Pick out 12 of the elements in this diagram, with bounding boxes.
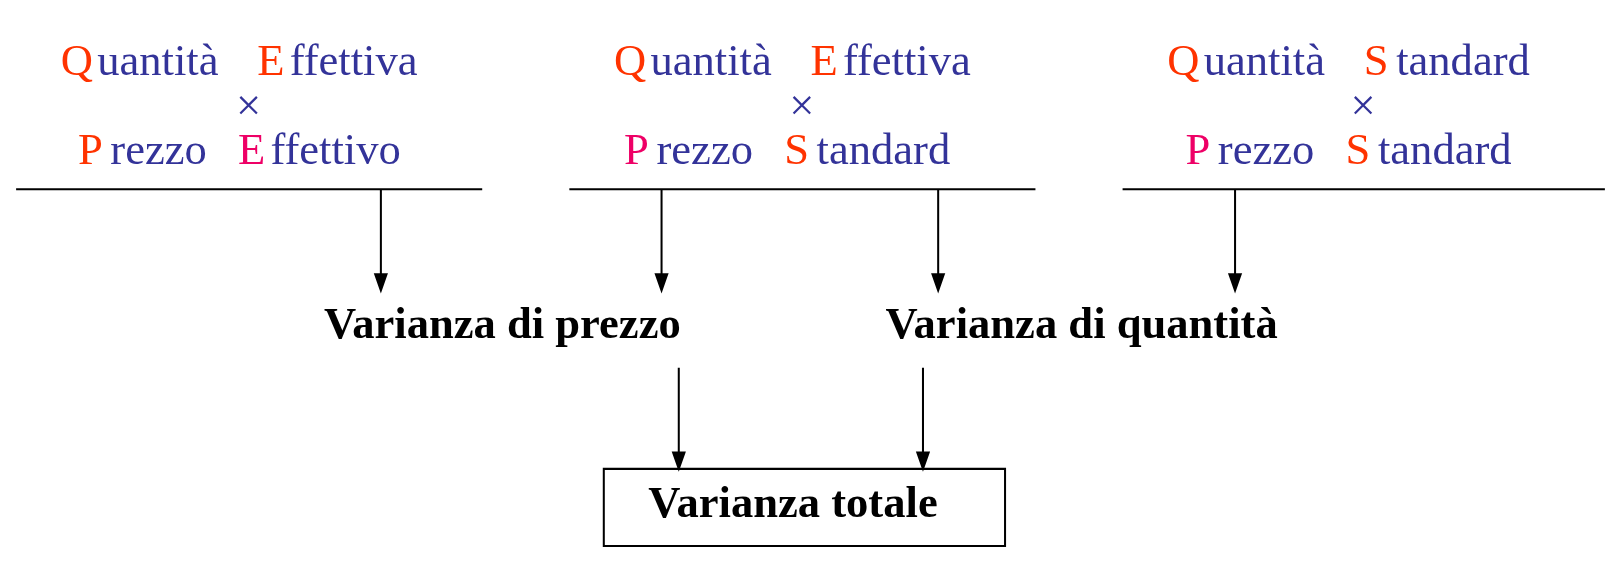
arrow bbox=[1227, 189, 1243, 293]
arrow bbox=[915, 367, 931, 472]
node-text: Quantità Effettiva × Prezzo Standard bbox=[613, 34, 971, 174]
node-text: Quantità Standard × Prezzo Standard bbox=[1167, 34, 1530, 174]
node-box: Varianza totale bbox=[602, 467, 1007, 547]
arrow bbox=[671, 367, 686, 472]
arrow bbox=[654, 189, 669, 293]
node-text: Varianza di quantità bbox=[885, 297, 1278, 348]
arrow bbox=[373, 189, 388, 293]
node-text: Quantità Effettiva × Prezzo Effettivo bbox=[60, 34, 418, 174]
arrow bbox=[931, 189, 946, 293]
node-text: Varianza di prezzo bbox=[324, 297, 681, 348]
